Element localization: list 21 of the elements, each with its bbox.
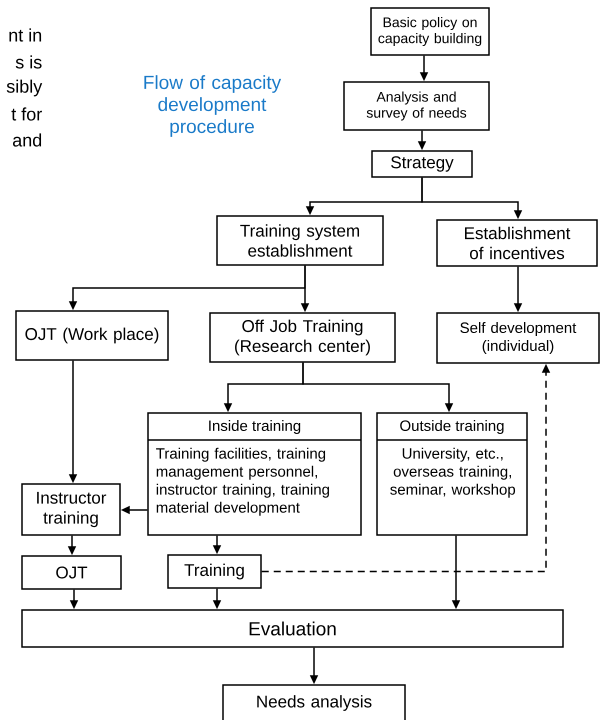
process-box: OJT (Work place) bbox=[15, 310, 169, 361]
process-box: Basic policy on capacity building bbox=[370, 7, 490, 56]
process-box: Training bbox=[167, 554, 262, 589]
process-box: Strategy bbox=[371, 150, 473, 178]
training-box: Outside training University, etc., overseas training, seminar, workshop bbox=[376, 412, 528, 536]
paragraph-text: nt in bbox=[9, 28, 42, 42]
process-box: Analysis and survey of needs bbox=[343, 81, 490, 131]
paragraph-text: and bbox=[12, 133, 42, 147]
process-box: Self development (individual) bbox=[436, 312, 600, 364]
training-box: Inside training Training facilities, training management personnel, instructor training, training material development bbox=[147, 412, 362, 536]
paragraph-text: sibly bbox=[6, 80, 42, 96]
diagram-title: Flow of capacity development procedure bbox=[144, 75, 282, 137]
process-box: Needs analysis bbox=[222, 684, 406, 720]
process-box: Training system establishment bbox=[216, 215, 384, 266]
process-box: Evaluation bbox=[21, 609, 564, 648]
paragraph-text: t for bbox=[12, 107, 42, 121]
process-box: Instructor training bbox=[21, 483, 121, 536]
process-box: Off Job Training (Research center) bbox=[209, 312, 396, 363]
process-box: Establishment of incentives bbox=[436, 219, 598, 267]
paragraph-text: s is bbox=[16, 55, 42, 69]
process-box: OJT bbox=[21, 555, 122, 590]
